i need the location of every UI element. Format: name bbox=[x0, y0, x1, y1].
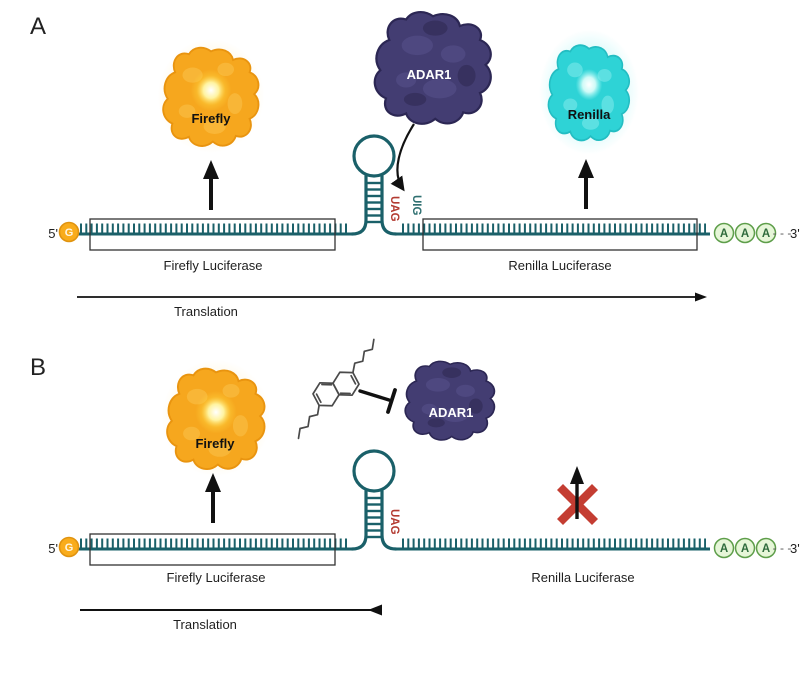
adar1-protein-b: ADAR1 bbox=[405, 361, 494, 440]
firefly-cds-label: Firefly Luciferase bbox=[164, 258, 263, 273]
uag-stop-codon-label-b: UAG bbox=[388, 509, 400, 535]
adar1-protein-label: ADAR1 bbox=[407, 67, 452, 82]
renilla-expression-arrow bbox=[578, 159, 594, 209]
polya-gap-dashes-b: - - - bbox=[773, 541, 792, 555]
mrna-strand-b bbox=[76, 538, 710, 551]
inhibitor-compound-structure bbox=[297, 338, 375, 440]
blocked-arrow bbox=[570, 466, 584, 519]
polya-tail-b: A A A - - - 3' bbox=[713, 537, 800, 559]
translation-label-b: Translation bbox=[173, 617, 237, 632]
firefly-protein: Firefly bbox=[158, 39, 265, 153]
cap-g-letter: G bbox=[65, 227, 74, 239]
firefly-cds-box-b bbox=[89, 533, 336, 566]
five-prime-cap: 5' G bbox=[48, 221, 80, 243]
mrna-strand bbox=[76, 223, 710, 236]
firefly-cds-box bbox=[89, 218, 336, 251]
translation-arrow: Translation bbox=[77, 292, 707, 319]
renilla-protein: Renilla bbox=[539, 29, 639, 154]
adar1-editing-arrow bbox=[390, 123, 415, 192]
five-prime-label-b: 5' bbox=[48, 541, 58, 556]
polya-tail: A A A - - - 3' bbox=[713, 222, 800, 244]
stem-loop bbox=[350, 134, 398, 236]
firefly-cds-label-b: Firefly Luciferase bbox=[167, 570, 266, 585]
uag-stop-codon-label: UAG bbox=[388, 196, 400, 222]
adar1-protein-label-b: ADAR1 bbox=[429, 405, 474, 420]
stem-loop-b bbox=[350, 449, 398, 551]
stem-loop-rungs-b bbox=[366, 496, 382, 539]
renilla-protein-label: Renilla bbox=[568, 107, 611, 122]
stem-loop-bulb bbox=[352, 134, 396, 178]
three-prime-label-b: 3' bbox=[790, 541, 800, 556]
three-prime-label: 3' bbox=[790, 226, 800, 241]
polya-gap-dashes: - - - bbox=[773, 226, 792, 240]
cap-g-circle-b bbox=[58, 536, 80, 558]
polya-a3-b: A bbox=[762, 543, 770, 555]
firefly-protein-label: Firefly bbox=[191, 111, 231, 126]
blocked-renilla-expression bbox=[556, 466, 599, 526]
panel-a-letter: A bbox=[30, 13, 46, 40]
five-prime-label: 5' bbox=[48, 226, 58, 241]
uig-edited-codon-label: UIG bbox=[410, 195, 422, 216]
polya-a2: A bbox=[741, 228, 749, 240]
firefly-protein-label-b: Firefly bbox=[195, 436, 235, 451]
polya-a3: A bbox=[762, 228, 770, 240]
firefly-expression-arrow bbox=[203, 160, 219, 210]
panel-a: A Firefly ADAR1 Renilla bbox=[30, 12, 800, 319]
firefly-protein-b: Firefly bbox=[161, 360, 270, 476]
polya-a1: A bbox=[720, 228, 728, 240]
polya-a1-b: A bbox=[720, 543, 728, 555]
renilla-cds-label: Renilla Luciferase bbox=[508, 258, 611, 273]
renilla-cds-box bbox=[422, 218, 698, 251]
polya-a2-b: A bbox=[741, 543, 749, 555]
firefly-expression-arrow-b bbox=[205, 473, 221, 523]
panel-b: B Firefly ADAR1 bbox=[30, 338, 800, 632]
renilla-cds-label-b: Renilla Luciferase bbox=[531, 570, 634, 585]
panel-b-letter: B bbox=[30, 354, 46, 381]
translation-arrow-b: Translation bbox=[80, 604, 382, 632]
adar1-protein: ADAR1 bbox=[375, 12, 491, 124]
stem-loop-bulb-b bbox=[352, 449, 396, 493]
cap-g-letter-b: G bbox=[65, 542, 74, 554]
inhibition-bar bbox=[358, 388, 397, 414]
five-prime-cap-b: 5' G bbox=[48, 536, 80, 558]
cap-g-circle bbox=[58, 221, 80, 243]
stem-loop-rungs bbox=[366, 181, 382, 224]
translation-label: Translation bbox=[174, 304, 238, 319]
